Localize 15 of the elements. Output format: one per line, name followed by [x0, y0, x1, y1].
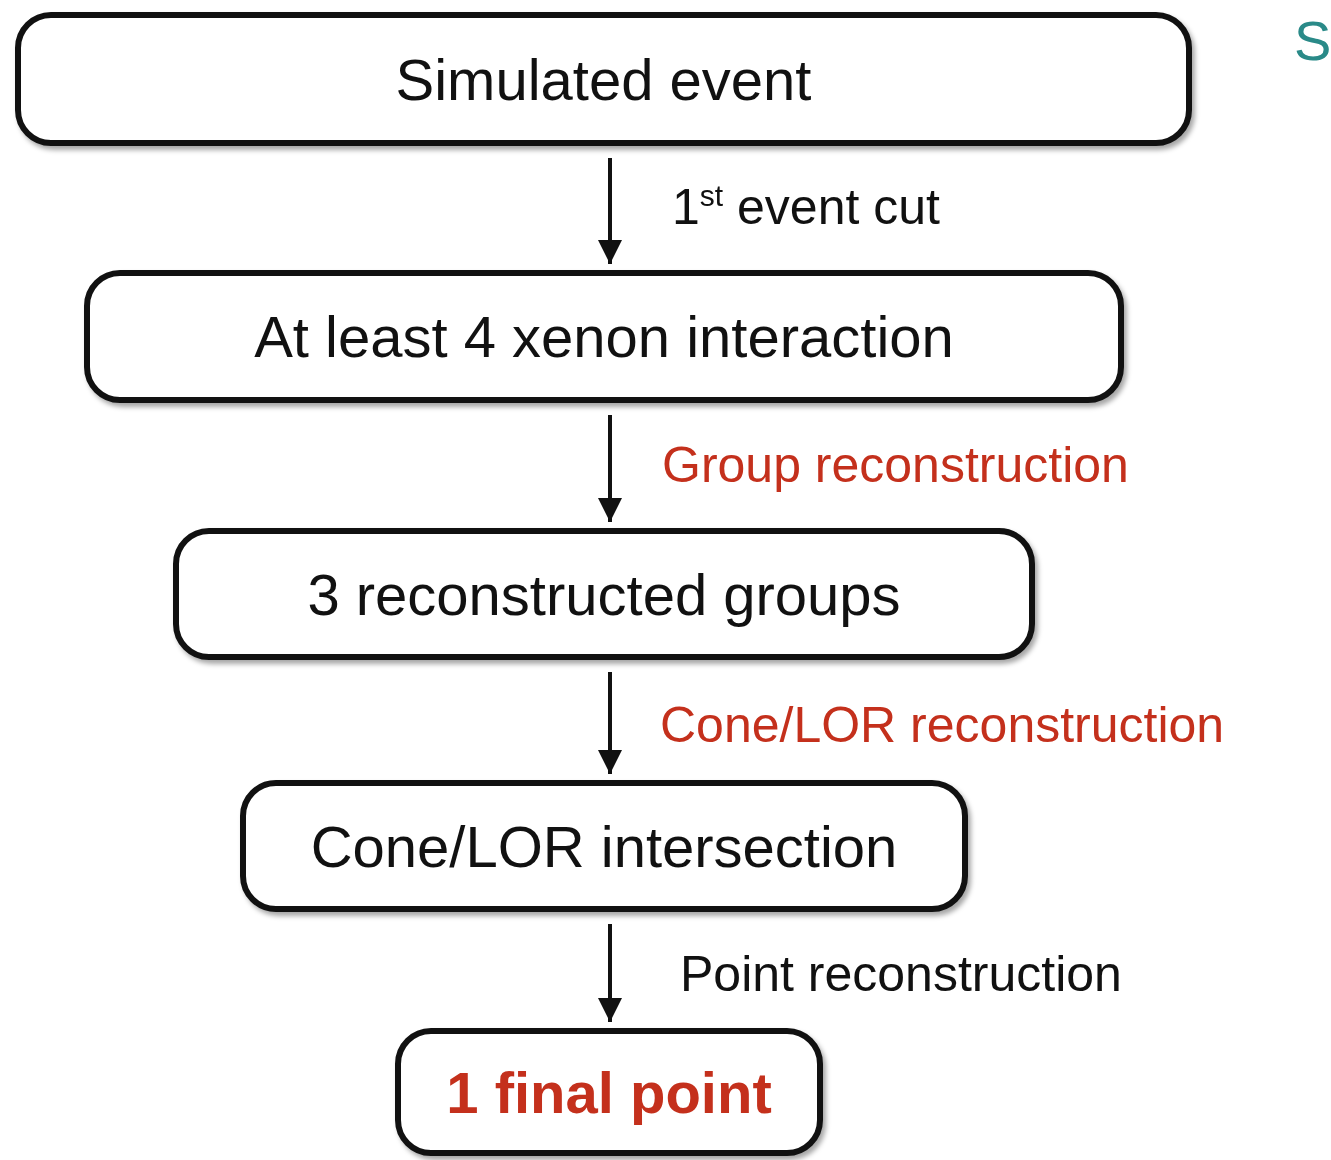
- arrow: [598, 924, 622, 1022]
- box-text: At least 4 xenon interaction: [254, 303, 954, 370]
- box-text: 1 final point: [446, 1058, 772, 1126]
- process-box: [15, 12, 1192, 146]
- box-text: Simulated event: [395, 45, 812, 113]
- box-text: Cone/LOR intersection: [310, 812, 898, 880]
- arrow: [598, 415, 622, 522]
- arrow: [598, 158, 622, 264]
- cut-off-text: S: [1294, 8, 1331, 73]
- arrow: [598, 672, 622, 774]
- process-box: [173, 528, 1035, 660]
- box-text: 3 reconstructed groups: [307, 560, 901, 628]
- process-box: [84, 270, 1124, 403]
- process-box: [395, 1028, 823, 1156]
- process-box: [240, 780, 968, 912]
